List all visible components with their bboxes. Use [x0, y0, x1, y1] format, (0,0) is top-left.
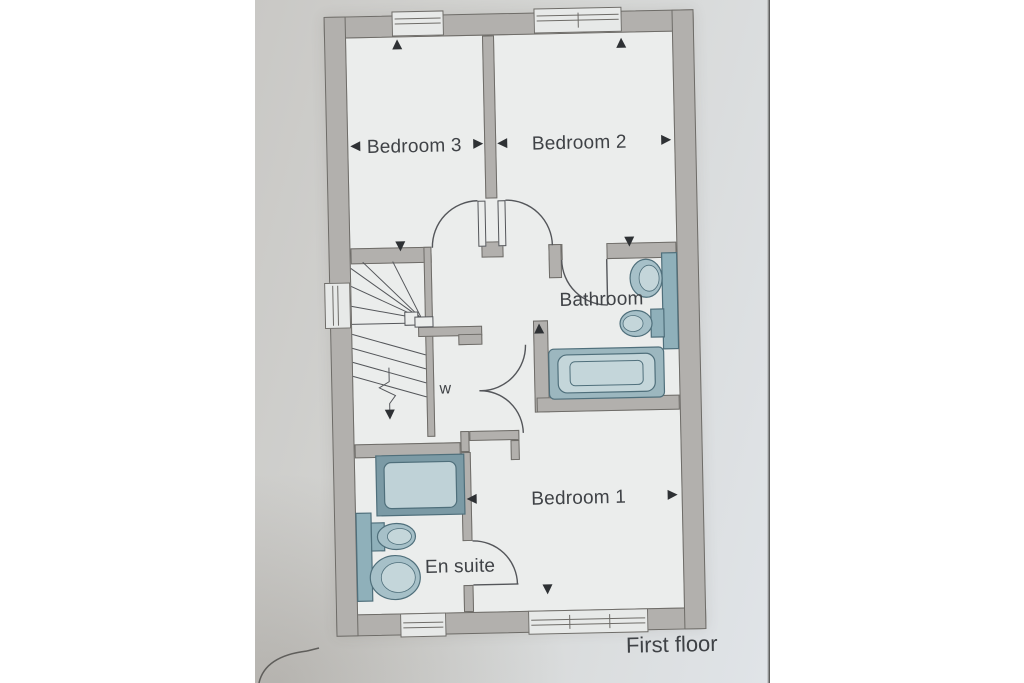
ensuite-fixtures: [355, 453, 466, 602]
door-leaf-bathroom: [605, 259, 609, 306]
plan-caption: First floor: [625, 630, 718, 658]
stairs-direction-arrow: [378, 367, 397, 414]
dimension-arrows: [350, 37, 678, 595]
room-label-bathroom: Bathroom: [559, 288, 644, 312]
door-arc-bedroom3: [431, 200, 478, 248]
room-label-bedroom2: Bedroom 2: [531, 131, 627, 155]
door-arc-bedroom2: [505, 199, 554, 246]
doors: [431, 199, 609, 586]
photo-edge: [767, 0, 770, 683]
groundfloor-door-arc: [258, 647, 320, 683]
bathroom-fixtures: [548, 251, 680, 400]
bathroom-toilet-tank: [650, 308, 665, 338]
room-label-bedroom3: Bedroom 3: [366, 135, 462, 159]
wardrobe-door-arc-bottom: [479, 390, 525, 433]
bathroom-counter: [660, 251, 680, 350]
ensuite-counter: [355, 512, 374, 602]
room-label-ensuite: En suite: [424, 555, 496, 578]
wardrobe-door-arc-top: [481, 344, 527, 392]
floorplan-paper: Bedroom 3 Bedroom 2 Bathroom w En suite …: [255, 0, 770, 683]
first-floor-plan: Bedroom 3 Bedroom 2 Bathroom w En suite …: [323, 6, 718, 658]
room-label-wardrobe: w: [439, 380, 452, 398]
door-leaf-ensuite: [473, 583, 519, 586]
door-arc-bathroom: [560, 259, 608, 306]
room-label-bedroom1: Bedroom 1: [531, 486, 627, 510]
plan-linework: [350, 37, 680, 602]
door-arc-ensuite: [472, 540, 519, 585]
staircase: [350, 261, 434, 420]
